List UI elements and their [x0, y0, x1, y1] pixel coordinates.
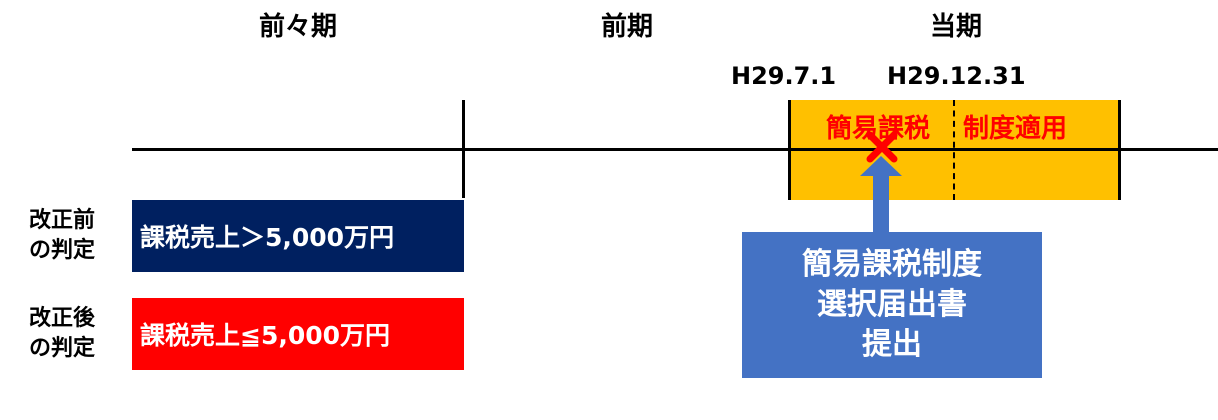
period-label-current: 当期 [929, 12, 982, 42]
submission-line2: 選択届出書 [817, 287, 967, 322]
rule-label-before-line1: 改正前 [28, 208, 95, 233]
rule-label-after: 改正後 の判定 [12, 304, 112, 364]
submission-line1: 簡易課税制度 [802, 247, 982, 282]
period-label-before-previous: 前々期 [258, 12, 337, 42]
timeline-axis [132, 148, 1218, 151]
submission-box: 簡易課税制度 選択届出書 提出 [742, 232, 1042, 378]
rule-label-after-line1: 改正後 [28, 306, 95, 331]
rule-label-before-line2: の判定 [28, 238, 95, 263]
band-text-right: 制度適用 [963, 114, 1068, 144]
date-label-end: H29.12.31 [887, 62, 1026, 90]
rule-condition-after: 課税売上≦5,000万円 [132, 298, 464, 370]
period-label-previous: 前期 [600, 12, 653, 42]
timeline-tick-previous [462, 100, 465, 198]
date-label-start: H29.7.1 [731, 62, 837, 90]
timeline-tick-current-end [1118, 100, 1121, 200]
timeline-tick-current-start [788, 100, 791, 200]
red-x-icon [866, 131, 898, 163]
rule-condition-before: 課税売上＞5,000万円 [132, 200, 464, 272]
submission-line3: 提出 [862, 327, 922, 362]
rule-label-after-line2: の判定 [28, 336, 95, 361]
up-arrow-icon [860, 156, 902, 234]
rule-label-before: 改正前 の判定 [12, 206, 112, 266]
